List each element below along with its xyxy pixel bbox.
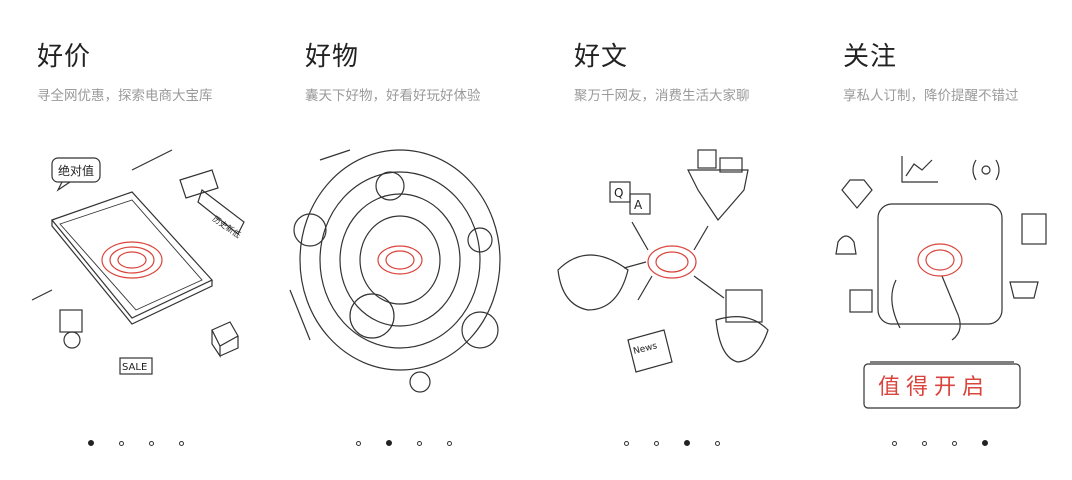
bell-icon <box>835 235 857 255</box>
page-dot[interactable] <box>982 440 988 446</box>
onboarding-page-1[interactable]: 好价 寻全网优惠，探索电商大宝库 <box>0 0 268 480</box>
community-illustration: Q A News <box>548 130 794 420</box>
page-indicator <box>892 436 988 450</box>
page-subtitle: 寻全网优惠，探索电商大宝库 <box>37 88 213 104</box>
a-label: A <box>634 198 643 212</box>
orbit-illustration <box>280 130 526 420</box>
diamond-icon <box>841 179 873 209</box>
onboarding-page-4[interactable]: 关注 享私人订制，降价提醒不错过 <box>804 0 1072 480</box>
phone-illustration: 绝对值 SALE 历史新低 <box>12 130 258 420</box>
badge-label: 绝对值 <box>58 163 94 178</box>
hand-pointer-icon: 值得开启 <box>835 156 1047 409</box>
page-title: 好文 <box>574 42 629 72</box>
page-dot[interactable] <box>715 440 720 446</box>
page-dot[interactable] <box>417 440 422 446</box>
page-dot[interactable] <box>654 440 659 446</box>
page-indicator <box>356 436 452 450</box>
island-icon: Q A News <box>557 149 769 373</box>
page-title: 好价 <box>37 42 92 72</box>
page-subtitle: 囊天下好物，好看好玩好体验 <box>305 88 481 104</box>
phone-icon: 绝对值 SALE 历史新低 <box>31 149 245 375</box>
page-dot[interactable] <box>952 440 957 446</box>
stamp-label: 值得开启 <box>878 375 990 400</box>
sale-label: SALE <box>122 362 147 373</box>
page-dot[interactable] <box>88 440 94 446</box>
page-dot[interactable] <box>684 440 690 446</box>
onboarding-page-3[interactable]: 好文 聚万千网友，消费生活大家聊 <box>536 0 804 480</box>
page-subtitle: 聚万千网友，消费生活大家聊 <box>574 88 750 104</box>
page-dot[interactable] <box>149 440 154 446</box>
page-indicator <box>624 436 720 450</box>
page-title: 关注 <box>843 42 898 72</box>
page-dot[interactable] <box>386 440 392 446</box>
planet-orbit-icon <box>289 149 501 393</box>
news-label: News <box>632 341 658 357</box>
page-title: 好物 <box>305 42 360 72</box>
page-dot[interactable] <box>892 440 897 446</box>
page-dot[interactable] <box>447 440 452 446</box>
page-dot[interactable] <box>624 440 629 446</box>
page-dot[interactable] <box>356 440 361 446</box>
onboarding-page-2[interactable]: 好物 囊天下好物，好看好玩好体验 <box>268 0 536 480</box>
q-label: Q <box>614 186 623 200</box>
follow-illustration: 值得开启 <box>816 130 1062 420</box>
page-dot[interactable] <box>179 440 184 446</box>
cart-icon <box>1009 281 1039 299</box>
page-indicator <box>88 436 184 450</box>
page-dot[interactable] <box>119 440 124 446</box>
page-dot[interactable] <box>922 440 927 446</box>
page-subtitle: 享私人订制，降价提醒不错过 <box>843 88 1019 104</box>
